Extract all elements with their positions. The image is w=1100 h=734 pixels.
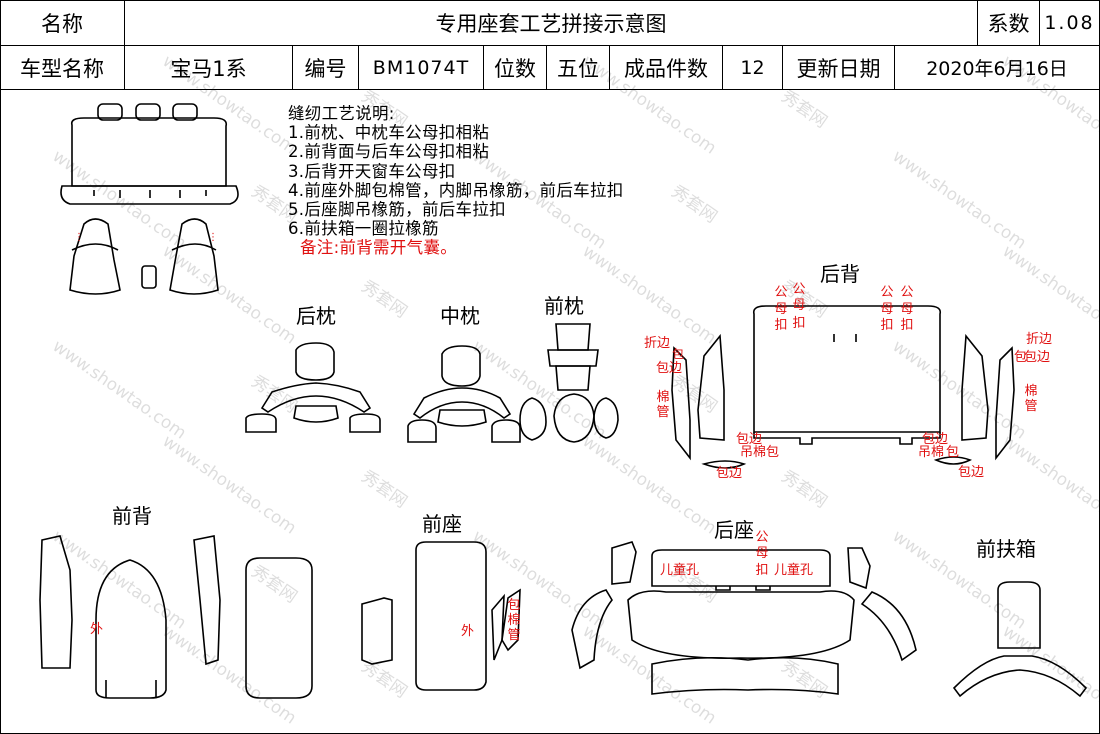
mark-buckle: 扣 (880, 318, 894, 333)
note-item: 5.后座脚吊橡筋，前后车拉扣 (288, 200, 506, 220)
rear-pillow-pieces (245, 342, 381, 433)
note-item: 3.后背开天窗车公母扣 (288, 161, 456, 181)
mark-buckle: 扣 (900, 318, 914, 333)
mark-wrap-cotton-tube: 包棉管 (507, 598, 521, 643)
mark-outer: 外 (90, 622, 104, 637)
label-front-seat: 前座 (422, 512, 462, 536)
seats-label: 位数 (484, 46, 547, 90)
label-front-armrest: 前扶箱 (976, 537, 1036, 561)
label-rear-seat: 后座 (714, 518, 754, 542)
page-title: 专用座套工艺拼接示意图 (125, 0, 978, 46)
front-armrest-pieces (952, 581, 1088, 698)
mark-female: 母 (755, 546, 769, 561)
mark-wrap-edge: 包边 (922, 432, 949, 447)
mark-fold-edge: 折边 (1026, 332, 1053, 347)
note-item: 6.前扶箱一圈拉橡筋 (288, 219, 439, 239)
mark-outer: 外 (461, 624, 475, 639)
front-back-pieces (39, 535, 313, 699)
front-pillow-pieces (519, 323, 619, 443)
code-value: BM1074T (359, 46, 484, 90)
mark-female: 母 (900, 302, 914, 317)
middle-pillow-pieces (407, 345, 521, 443)
mark-buckle: 扣 (792, 316, 806, 331)
mark-wrap: 包 (672, 347, 685, 361)
coef-label: 系数 (978, 0, 1040, 46)
mark-male: 公 (880, 285, 894, 300)
sewing-notes: 缝纫工艺说明: 1.前枕、中枕车公母扣相粘 2.前背面与后车公母扣相粘 3.后背… (288, 104, 624, 258)
mark-cotton-tube: 棉管 (1024, 384, 1038, 414)
label-mid-pillow: 中枕 (440, 304, 480, 328)
note-item: 1.前枕、中枕车公母扣相粘 (288, 123, 490, 143)
mark-female: 母 (774, 302, 788, 317)
rear-back-pieces (671, 305, 1015, 469)
mark-male: 公 (792, 282, 806, 297)
seat-overview-illustration (60, 103, 239, 295)
header-table: 名称 专用座套工艺拼接示意图 系数 1.08 车型名称 宝马1系 编号 BM10… (0, 0, 1100, 90)
seats-value: 五位 (547, 46, 610, 90)
update-label: 更新日期 (783, 46, 895, 90)
mark-wrap-edge: 包边 (716, 466, 743, 481)
note-item: 4.前座外脚包棉管，内脚吊橡筋，前后车拉扣 (288, 180, 624, 200)
mark-wrap-edge: 包边 (656, 361, 683, 376)
label-rear-pillow: 后枕 (296, 304, 336, 328)
mark-male: 公 (774, 285, 788, 300)
mark-buckle: 扣 (774, 318, 788, 333)
mark-buckle: 扣 (755, 563, 769, 578)
mark-male: 公 (900, 285, 914, 300)
front-seat-pieces (361, 541, 521, 691)
notes-remark: 备注:前背需开气囊。 (300, 238, 458, 258)
mark-child-hole: 儿童孔 (774, 563, 814, 578)
mark-fold-edge: 折边 (644, 336, 671, 351)
code-label: 编号 (293, 46, 359, 90)
mark-hang-cotton: 吊棉 (918, 445, 945, 460)
mark-female: 母 (792, 298, 806, 313)
model-label: 车型名称 (0, 46, 125, 90)
mark-male: 公 (755, 530, 769, 545)
name-label: 名称 (0, 0, 125, 46)
mark-wrap-edge: 包边 (1024, 350, 1051, 365)
mark-wrap: 包 (1014, 350, 1028, 365)
note-item: 2.前背面与后车公母扣相粘 (288, 142, 490, 162)
mark-child-hole: 儿童孔 (660, 563, 700, 578)
model-value: 宝马1系 (125, 46, 293, 90)
mark-cotton-tube: 棉管 (656, 390, 670, 420)
label-front-pillow: 前枕 (544, 294, 584, 318)
mark-female: 母 (880, 302, 894, 317)
mark-wrap: 包 (946, 445, 960, 460)
label-rear-back: 后背 (820, 262, 860, 286)
pieces-label: 成品件数 (610, 46, 723, 90)
mark-hang-cotton-wrap: 吊棉包 (740, 445, 780, 460)
rear-seat-pieces (571, 541, 917, 695)
mark-wrap-edge: 包边 (958, 465, 985, 480)
label-front-back: 前背 (112, 504, 152, 528)
pieces-value: 12 (723, 46, 783, 90)
notes-title: 缝纫工艺说明: (288, 104, 395, 123)
mark-wrap-edge: 包边 (736, 432, 763, 447)
